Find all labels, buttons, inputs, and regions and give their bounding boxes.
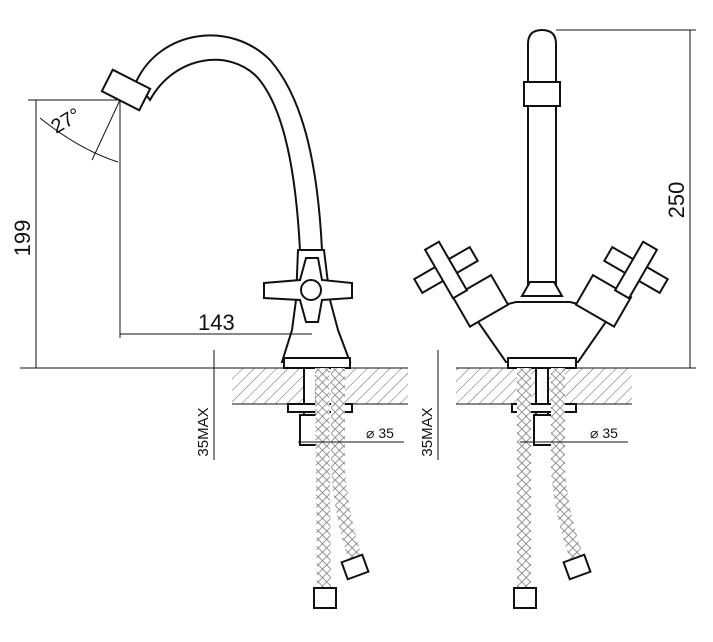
dim-label-35max-left: 35MAX — [195, 407, 212, 456]
cross-handle-right-1 — [412, 240, 480, 300]
cross-handle-right-2 — [602, 240, 670, 300]
flex-hose-right-b — [551, 368, 585, 563]
hose-nut-right-b — [562, 553, 592, 581]
right-front-view: 250 35MAX ⌀ 35 — [412, 28, 696, 609]
dim-label-250: 250 — [664, 182, 689, 219]
hose-nut-left-a — [313, 587, 337, 609]
swivel-spout — [134, 34, 324, 251]
flex-hose-left-a — [315, 367, 331, 591]
nut-right — [533, 414, 553, 446]
flex-hose-left-b — [331, 368, 363, 563]
spout-front — [527, 28, 557, 285]
dim-label-199: 199 — [10, 220, 35, 257]
angle-label: 27° — [48, 104, 85, 138]
base-ring-right — [507, 357, 577, 369]
dim-label-dia-left: ⌀ 35 — [366, 425, 394, 441]
spout-collar — [520, 281, 564, 297]
valve-right — [574, 273, 633, 328]
aerator-front — [523, 81, 561, 107]
angle-arc — [39, 117, 119, 163]
dim-label-dia-right: ⌀ 35 — [590, 425, 618, 441]
dim-label-143: 143 — [198, 310, 235, 335]
left-side-view: 199 27° 143 35MAX ⌀ 35 — [10, 34, 408, 609]
valve-left — [451, 273, 510, 328]
hose-nut-right-a — [513, 587, 537, 609]
handle-hub-left — [300, 279, 322, 301]
aerator — [100, 68, 152, 112]
angle-ray — [91, 99, 121, 161]
base-ring-left — [283, 357, 351, 369]
dim-label-35max-right: 35MAX — [419, 407, 436, 456]
mounting-plate-right — [511, 403, 577, 413]
hose-nut-left-b — [340, 553, 370, 581]
